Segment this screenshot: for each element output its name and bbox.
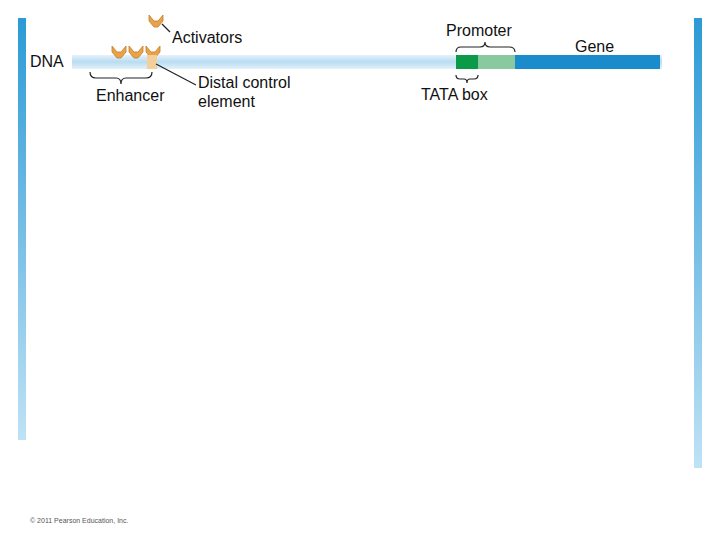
tata-box-segment (456, 55, 478, 69)
activator-proteins (112, 15, 163, 58)
gene-segment (515, 55, 660, 69)
region-label: TATA box (421, 85, 521, 104)
brackets (90, 42, 515, 84)
frame-bar (18, 18, 26, 440)
strand-label: DNA (30, 52, 80, 71)
copyright-note: © 2011 Pearson Education, Inc. (30, 516, 230, 525)
protein-label: Activators (172, 28, 282, 47)
region-label: Enhancer (96, 86, 186, 105)
promoter-segment (478, 55, 515, 69)
frame-bar (694, 18, 702, 468)
distal-element-segment (147, 55, 157, 69)
region-label: Distal control element (198, 73, 320, 111)
region-label: Promoter (446, 21, 536, 40)
region-label: Gene (575, 37, 635, 56)
